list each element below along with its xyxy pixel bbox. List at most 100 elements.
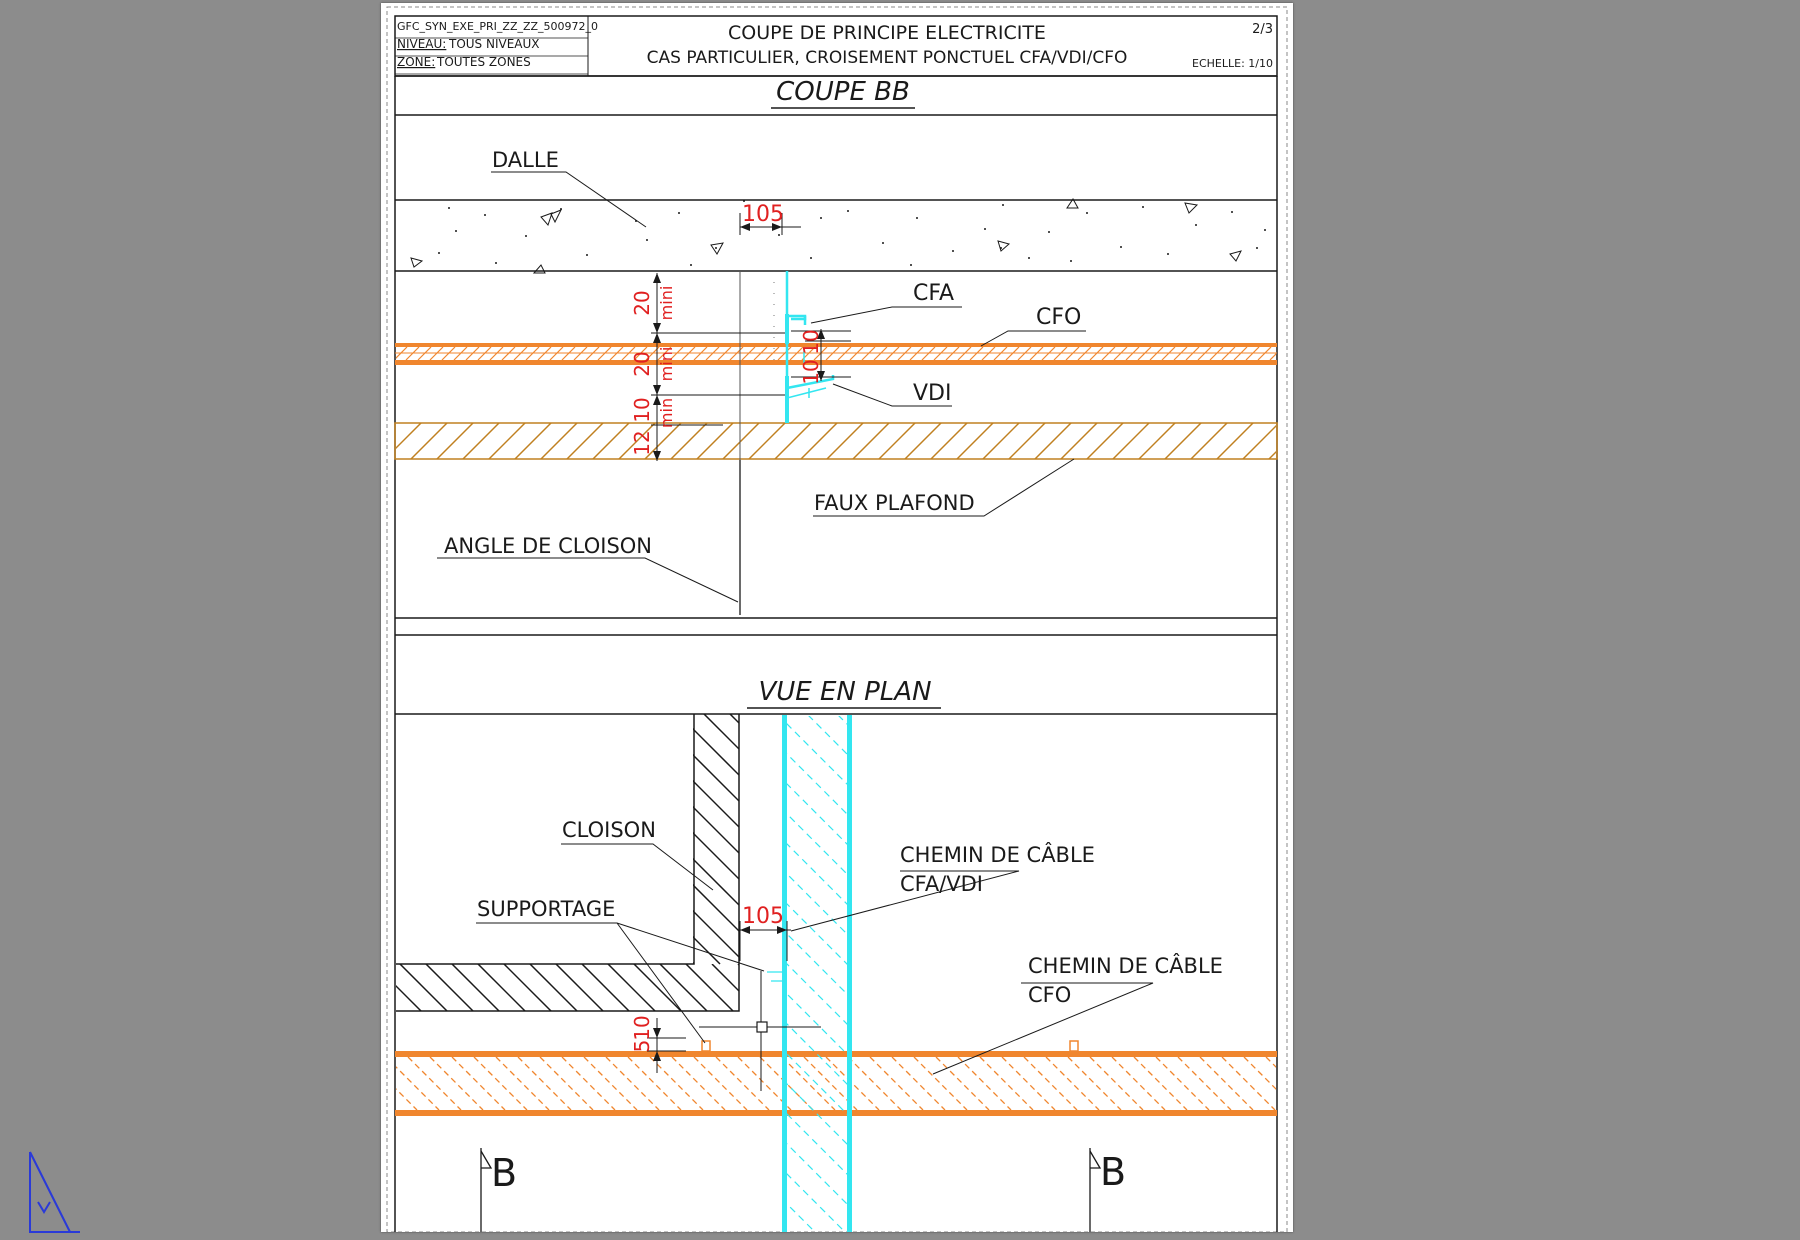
hatch-line xyxy=(1245,347,1260,361)
hatch-line xyxy=(878,422,916,460)
hatch-line xyxy=(621,347,636,361)
dim-10-plan: 10 xyxy=(630,1015,654,1040)
niveau-label: NIVEAU: xyxy=(397,37,446,51)
hatch-line xyxy=(597,347,612,361)
cfa-vdi-tray-plan xyxy=(767,715,1293,1232)
hatch-line xyxy=(693,831,739,881)
hatch-line xyxy=(381,423,395,459)
label-chemin-cfa-line1: CHEMIN DE CÂBLE xyxy=(900,842,1095,867)
dim-10-lower: 10 xyxy=(630,397,654,422)
dim-mini-middle: mini xyxy=(657,347,676,382)
hatch-line xyxy=(529,964,578,1012)
hatch-line xyxy=(1001,1056,1056,1111)
hatch-line xyxy=(1029,347,1044,361)
hatch-line xyxy=(785,1051,849,1117)
hatch-line xyxy=(748,422,786,460)
hatch-line xyxy=(957,1056,1012,1111)
hatch-line xyxy=(396,1088,418,1111)
hatch-line xyxy=(993,347,1008,361)
hatch-line xyxy=(729,347,744,361)
cfa-vdi-support-section xyxy=(785,271,835,423)
hatch-line xyxy=(1216,422,1254,460)
hatch-line xyxy=(1112,422,1150,460)
hatch-line xyxy=(693,883,739,933)
hatch-line xyxy=(555,964,604,1012)
hatch-line xyxy=(410,422,448,460)
hatch-line xyxy=(979,1056,1034,1111)
faux-plafond xyxy=(381,422,1278,460)
hatch-line xyxy=(933,347,948,361)
hatch-line xyxy=(1242,424,1276,460)
hatch-line xyxy=(705,347,720,361)
hatch-line xyxy=(781,1056,836,1111)
label-supportage: SUPPORTAGE xyxy=(477,897,615,921)
hatch-line xyxy=(473,1056,528,1111)
hatch-line xyxy=(1045,1056,1100,1111)
hatch-line xyxy=(785,1201,816,1232)
hatch-line xyxy=(539,1056,594,1111)
hatch-line xyxy=(609,347,624,361)
hatch-line xyxy=(585,347,600,361)
hatch-line xyxy=(451,1056,506,1111)
title-block xyxy=(394,15,1278,77)
hatch-line xyxy=(417,347,432,361)
hatch-line xyxy=(1288,715,1293,1232)
hatch-line xyxy=(945,347,960,361)
hatch-line xyxy=(1060,422,1098,460)
hatch-line xyxy=(1173,347,1188,361)
hatch-line xyxy=(847,1056,902,1111)
cfo-tray-section xyxy=(382,343,1277,365)
hatch-line xyxy=(396,1066,440,1111)
cfo-tray-plan xyxy=(395,1040,1293,1116)
hatch-line xyxy=(1089,347,1104,361)
section-mark-right: B xyxy=(1100,1150,1126,1194)
hatch-line xyxy=(396,422,422,450)
label-dalle: DALLE xyxy=(492,148,559,172)
drawing-title-line2: CAS PARTICULIER, CROISEMENT PONCTUEL CFA… xyxy=(647,48,1128,68)
hatch-line xyxy=(429,347,444,361)
hatch-line xyxy=(782,714,1032,964)
dim-20-top: 20 xyxy=(630,290,654,315)
hatch-line xyxy=(930,422,968,460)
label-cfa: CFA xyxy=(913,281,954,306)
hatch-line xyxy=(800,422,838,460)
hatch-line xyxy=(1288,1057,1293,1110)
hatch-line xyxy=(1190,422,1228,460)
section-bb-heading: COUPE BB xyxy=(776,77,910,107)
hatch-line xyxy=(1243,1056,1276,1090)
drawing-title-line1: COUPE DE PRINCIPE ELECTRICITE xyxy=(728,22,1046,44)
drawing-sheet: GFC_SYN_EXE_PRI_ZZ_ZZ_500972_0 NIVEAU: T… xyxy=(381,3,1293,1232)
hatch-line xyxy=(753,347,768,361)
hatch-line xyxy=(644,422,682,460)
hatch-line xyxy=(382,347,395,360)
hatch-line xyxy=(696,422,734,460)
hatch-line xyxy=(741,347,756,361)
hatch-line xyxy=(1199,1056,1254,1111)
hatch-line xyxy=(561,347,576,361)
hatch-line xyxy=(774,422,812,460)
hatch-line xyxy=(633,347,648,361)
hatch-line xyxy=(441,347,456,361)
hatch-line xyxy=(477,964,526,1012)
hatch-line xyxy=(756,714,1006,964)
hatch-line xyxy=(549,347,564,361)
hatch-line xyxy=(1209,347,1224,361)
section-marks xyxy=(480,1148,1102,1232)
hatch-line xyxy=(1161,347,1176,361)
sheet-number: 2/3 xyxy=(1252,22,1273,37)
hatch-line xyxy=(566,422,604,460)
hatch-line xyxy=(1228,715,1293,1232)
hatch-line xyxy=(957,347,972,361)
drawing-scale: ECHELLE: 1/10 xyxy=(1192,57,1273,70)
partition-cloison xyxy=(396,714,1032,1012)
hatch-line xyxy=(1077,347,1092,361)
hatch-line xyxy=(1041,347,1056,361)
hatch-line xyxy=(693,753,739,803)
hatch-line xyxy=(537,347,552,361)
hatch-line xyxy=(396,347,408,359)
section-mark-left: B xyxy=(491,1151,517,1195)
label-angle-cloison: ANGLE DE CLOISON xyxy=(444,534,652,558)
hatch-line xyxy=(592,422,630,460)
hatch-line xyxy=(777,347,792,361)
hatch-line xyxy=(607,964,656,1012)
